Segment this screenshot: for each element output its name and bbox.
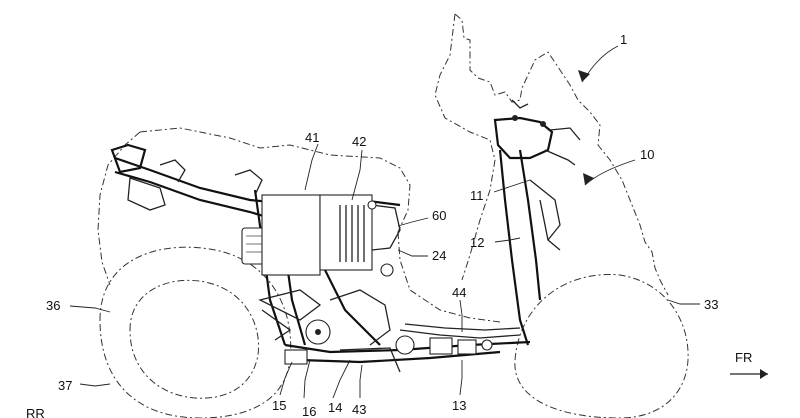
reference-numerals: 1 10 11 12 13 14 15 16 24 33 36 37 41 42…: [26, 32, 752, 418]
assembly-arrows: [578, 45, 636, 186]
heatsink-fins: [339, 205, 365, 262]
label-1: 1: [620, 32, 627, 47]
label-24: 24: [432, 248, 446, 263]
label-10: 10: [640, 147, 654, 162]
label-36: 36: [46, 298, 60, 313]
front-wheel: [514, 273, 689, 418]
leader-lines: [69, 143, 700, 399]
engine-unit: [284, 289, 415, 373]
label-41: 41: [305, 130, 319, 145]
label-fr: FR: [735, 350, 752, 365]
front-direction-arrow: [730, 369, 768, 379]
label-37: 37: [58, 378, 72, 393]
label-13: 13: [452, 398, 466, 413]
battery-unit: [261, 194, 401, 277]
label-43: 43: [352, 402, 366, 417]
label-42: 42: [352, 134, 366, 149]
front-frame: [498, 149, 561, 346]
label-44: 44: [452, 285, 466, 300]
label-11: 11: [470, 188, 484, 203]
label-rr: RR: [26, 406, 45, 418]
label-16: 16: [302, 404, 316, 418]
label-15: 15: [272, 398, 286, 413]
wiring-harness: [399, 323, 521, 355]
label-12: 12: [470, 235, 484, 250]
label-14: 14: [328, 400, 342, 415]
handlebar-cluster: [493, 99, 581, 166]
label-60: 60: [432, 208, 446, 223]
label-33: 33: [704, 297, 718, 312]
